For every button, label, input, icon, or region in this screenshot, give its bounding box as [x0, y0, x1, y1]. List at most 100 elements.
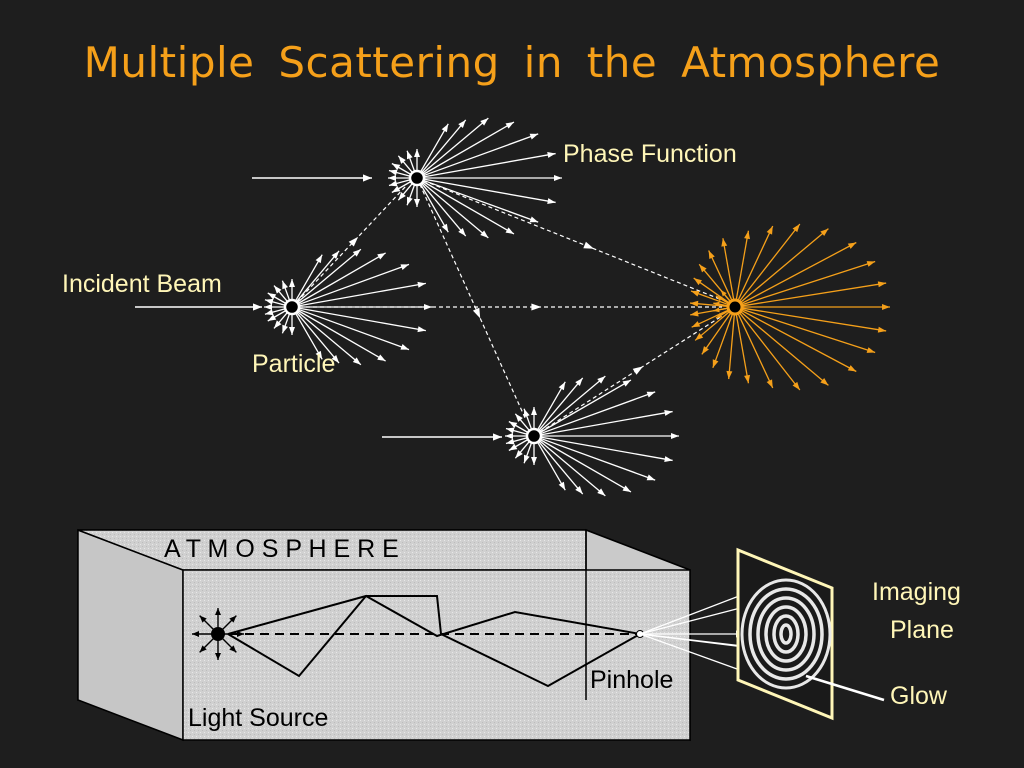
emission-ray [221, 615, 237, 631]
scatter-ray [715, 295, 731, 305]
scatter-ray [267, 292, 288, 305]
scatter-ray [505, 433, 528, 439]
scatter-path [416, 177, 723, 301]
emission-ray [224, 631, 244, 637]
scatter-ray [735, 312, 751, 384]
scatter-ray [295, 250, 340, 303]
scatter-ray [281, 280, 291, 302]
emission-ray [215, 608, 221, 628]
scatter-ray [694, 310, 731, 341]
scatter-ray [738, 223, 801, 303]
scatter-ray [421, 180, 515, 235]
scatter-ray [388, 169, 412, 178]
scatter-ray [422, 179, 539, 223]
emission-ray [192, 631, 212, 637]
scatter-ray [739, 309, 857, 373]
glow-ring [764, 605, 808, 663]
particle-icon [283, 298, 301, 316]
scattering-particles [135, 117, 890, 497]
scatter-ray [391, 180, 413, 194]
scatter-ray [537, 377, 584, 432]
particle-icon [525, 427, 543, 445]
scatter-ray [289, 279, 295, 301]
scatter-ray [297, 263, 410, 306]
scatter-ray [508, 438, 530, 452]
scatter-ray [539, 409, 673, 436]
scatter-ray [693, 277, 731, 305]
scatter-ray [690, 300, 730, 308]
scatter-ray [538, 379, 632, 434]
scatter-ray [508, 420, 530, 434]
scatter-ray [690, 290, 730, 306]
scatter-ray [741, 304, 890, 310]
scatter-ray [538, 375, 606, 433]
glow-ring [772, 614, 800, 654]
scatter-ray [419, 123, 449, 174]
scatter-ray [264, 298, 287, 307]
scatter-ray [740, 281, 887, 307]
particle-icon [726, 298, 744, 316]
scatter-ray [273, 311, 289, 329]
imaging-plane-label-line1: Imaging [872, 578, 961, 606]
scatter-ray [273, 285, 289, 303]
scatter-ray [388, 175, 411, 181]
scatter-ray [735, 230, 751, 302]
scatter-ray [721, 238, 735, 302]
scatter-ray [297, 281, 426, 307]
incident-beam-arrow [382, 433, 502, 441]
scatter-ray [739, 228, 829, 304]
scatter-ray [422, 133, 539, 177]
scatter-ray [391, 162, 413, 176]
scatter-ray [740, 307, 887, 333]
glow-pointer [805, 674, 885, 702]
incident-beam-label: Incident Beam [62, 270, 222, 298]
scatter-path [291, 185, 407, 308]
scatter-ray [294, 254, 323, 303]
scatter-ray [422, 151, 556, 178]
scatter-ray [264, 307, 287, 316]
glow-ring [756, 596, 816, 672]
scatter-ray [505, 436, 529, 445]
emission-ray [199, 615, 215, 631]
particle-bottom [505, 375, 679, 497]
scatter-ray [295, 311, 340, 364]
scatter-ray [297, 307, 426, 333]
scatter-ray [296, 248, 362, 304]
scatter-ray [419, 182, 449, 233]
scatter-ray [296, 309, 386, 362]
imaging-plane [736, 547, 834, 721]
scatter-ray [397, 155, 414, 174]
scatter-ray [267, 309, 288, 322]
scatter-ray [421, 121, 515, 176]
scatter-ray [715, 309, 731, 319]
scatter-ray [397, 182, 414, 201]
scatter-ray [736, 312, 774, 389]
atmosphere-label: A T M O S P H E R E [164, 535, 399, 563]
scatter-ray [523, 408, 533, 431]
scatter-ray [738, 311, 801, 391]
scatter-ray [505, 427, 529, 436]
scatter-ray [539, 391, 656, 435]
light-paths [227, 594, 641, 688]
scatter-ray [712, 312, 734, 369]
light-source-label: Light Source [188, 704, 328, 732]
particle-icon [408, 169, 426, 187]
scatter-path [533, 315, 723, 437]
scatter-ray [297, 308, 410, 351]
phase-function-label: Phase Function [563, 140, 737, 168]
scatter-ray [423, 175, 562, 181]
incident-beam-arrow [252, 174, 372, 182]
glow-ring [748, 587, 824, 681]
scatter-ray [691, 308, 730, 328]
scatter-ray [740, 308, 876, 354]
particle-label: Particle [252, 350, 335, 378]
scatter-ray [421, 117, 489, 175]
scatter-ray [539, 436, 673, 463]
scatter-ray [713, 307, 730, 313]
scatter-ray [531, 407, 537, 430]
scatter-ray [406, 183, 416, 206]
scatter-ray [294, 311, 323, 360]
scatter-ray [740, 260, 876, 306]
scatter-ray [713, 301, 730, 307]
imaging-plane-label-line2: Plane [890, 616, 954, 644]
